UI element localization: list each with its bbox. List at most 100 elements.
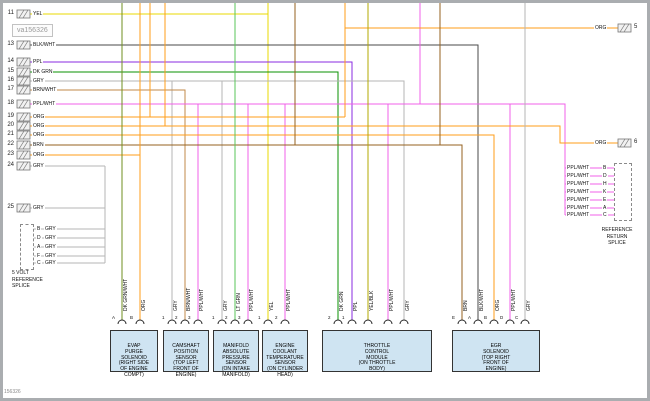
connector-symbol bbox=[16, 203, 31, 213]
pin-connector-arc bbox=[217, 319, 227, 325]
component-name-line: THROTTLE bbox=[363, 343, 391, 349]
pin-wire-color-label: ORG bbox=[495, 299, 501, 311]
left-pin-number: 19 bbox=[7, 113, 14, 119]
connector-symbol bbox=[16, 140, 31, 150]
pin-id: 2 bbox=[275, 315, 278, 320]
pin-id: B bbox=[130, 315, 134, 320]
component-name-line: HEAD) bbox=[277, 371, 293, 378]
reference-return-branch-wire-label: PPL/WHT bbox=[566, 165, 591, 171]
component-name-line: FRONT OF bbox=[483, 360, 509, 367]
connector-symbol bbox=[16, 121, 31, 131]
connector-hatch-line bbox=[22, 130, 29, 140]
pin-connector-arc bbox=[263, 319, 273, 325]
reference-return-branch-letter: C bbox=[602, 212, 608, 218]
pin-id: B bbox=[484, 315, 488, 320]
component-name-line: SENSOR bbox=[225, 360, 247, 367]
pin-connector-arc bbox=[473, 319, 483, 325]
connector-hatch-line bbox=[22, 57, 29, 67]
wire-ppl bbox=[30, 61, 353, 320]
five-volt-splice-box bbox=[20, 224, 34, 270]
reference-return-branch-wire-label: PPL/WHT bbox=[566, 197, 591, 203]
component-name-line: PRESSURE bbox=[222, 354, 250, 361]
connector-hatch-line bbox=[22, 161, 29, 171]
left-pin-number: 18 bbox=[7, 100, 14, 106]
component-name-line: SENSOR bbox=[274, 360, 296, 367]
pin-connector-arc bbox=[383, 319, 393, 325]
connector-symbol bbox=[617, 23, 632, 33]
component-name-line: SOLENOID bbox=[483, 348, 509, 355]
component-name-line: (ON THROTTLE bbox=[358, 360, 396, 367]
pin-id: 1 bbox=[342, 315, 345, 320]
pin-id: C bbox=[515, 315, 519, 320]
connector-hatch-line bbox=[18, 203, 25, 213]
pin-wire-color-label: BRN/WHT bbox=[186, 287, 192, 311]
reference-return-branch-letter: H bbox=[602, 181, 608, 187]
five-volt-splice-label-line2: REFERENCE bbox=[12, 276, 43, 283]
wire-gry bbox=[30, 80, 405, 320]
pin-wire-color-label: BRN bbox=[463, 300, 469, 311]
pin-connector-arc bbox=[243, 319, 253, 325]
pin-wire-color-label: ORG bbox=[141, 299, 147, 311]
corner-id: 156326 bbox=[4, 389, 21, 395]
connector-hatch-line bbox=[18, 57, 25, 67]
five-volt-branch-letter: F bbox=[36, 253, 42, 259]
pin-connector-arc bbox=[363, 319, 373, 325]
component-name-line: (TOP LEFT bbox=[173, 360, 199, 367]
wire-brn bbox=[30, 144, 463, 320]
left-pin-number: 17 bbox=[7, 86, 14, 92]
pin-wire-color-label: PPL/WHT bbox=[389, 288, 395, 311]
component-name-line: POSITION bbox=[174, 348, 198, 355]
pin-id: 2 bbox=[225, 315, 228, 320]
pin-id: 1 bbox=[212, 315, 215, 320]
wire-pplwht bbox=[30, 103, 566, 215]
pin-connector-arc bbox=[193, 319, 203, 325]
component-name-line: CAMSHAFT bbox=[172, 343, 200, 349]
component-name-line: MANIFOLD bbox=[223, 343, 249, 349]
five-volt-splice-label-line1: 5 VOLT bbox=[12, 270, 29, 276]
connector-hatch-line bbox=[18, 130, 25, 140]
left-pin-wire-label: ORG bbox=[32, 152, 46, 158]
connector-hatch-line bbox=[22, 76, 29, 86]
pin-id: 1 bbox=[162, 315, 165, 320]
connector-hatch-line bbox=[18, 121, 25, 131]
pin-wire-color-label: DK GRN bbox=[339, 291, 345, 311]
connector-hatch-line bbox=[22, 99, 29, 109]
reference-return-splice-box bbox=[614, 163, 632, 221]
five-volt-branch-letter: A bbox=[36, 244, 42, 250]
reference-return-splice-label-line1: REFERENCE bbox=[601, 227, 633, 233]
five-volt-branch-letter: C bbox=[36, 260, 42, 266]
connector-symbol bbox=[16, 9, 31, 19]
left-pin-number: 15 bbox=[7, 68, 14, 74]
left-pin-wire-label: BRN bbox=[32, 142, 45, 148]
component-name-line: FRONT OF bbox=[173, 366, 199, 373]
component-name-line: MODULE bbox=[366, 354, 388, 361]
wire-blkwht bbox=[30, 44, 479, 320]
left-pin-wire-label: GRY bbox=[32, 205, 45, 211]
left-pin-number: 14 bbox=[7, 58, 14, 64]
right-exit-wire-label: ORG bbox=[594, 140, 608, 146]
connector-hatch-line bbox=[22, 40, 29, 50]
connector-hatch-line bbox=[18, 112, 25, 122]
pin-connector-arc bbox=[505, 319, 515, 325]
five-volt-branch-wire-label: GRY bbox=[44, 244, 57, 250]
pin-wire-color-label: YEL/BLK bbox=[369, 290, 375, 311]
connector-symbol bbox=[16, 57, 31, 67]
pin-wire-color-label: GRY bbox=[223, 300, 229, 311]
pin-wire-color-label: BLK/WHT bbox=[479, 288, 485, 311]
five-volt-splice-label-line3: SPLICE bbox=[12, 283, 30, 289]
component-name-line: PURGE bbox=[125, 348, 143, 355]
left-pin-wire-label: ORG bbox=[32, 123, 46, 129]
pin-connector-arc bbox=[135, 319, 145, 325]
component-name-line: ENGINE) bbox=[485, 366, 507, 373]
pin-id: A bbox=[468, 315, 472, 320]
pin-connector-arc bbox=[230, 319, 240, 325]
pin-connector-arc bbox=[457, 319, 467, 325]
five-volt-branch-letter: D bbox=[36, 235, 42, 241]
connector-hatch-line bbox=[619, 23, 626, 33]
connector-hatch-line bbox=[18, 67, 25, 77]
pin-wire-color-label: YEL bbox=[269, 301, 275, 311]
pin-id: 2 bbox=[328, 315, 331, 320]
five-volt-branch-wire-label: GRY bbox=[44, 226, 57, 232]
left-pin-wire-label: PPL bbox=[32, 59, 44, 65]
